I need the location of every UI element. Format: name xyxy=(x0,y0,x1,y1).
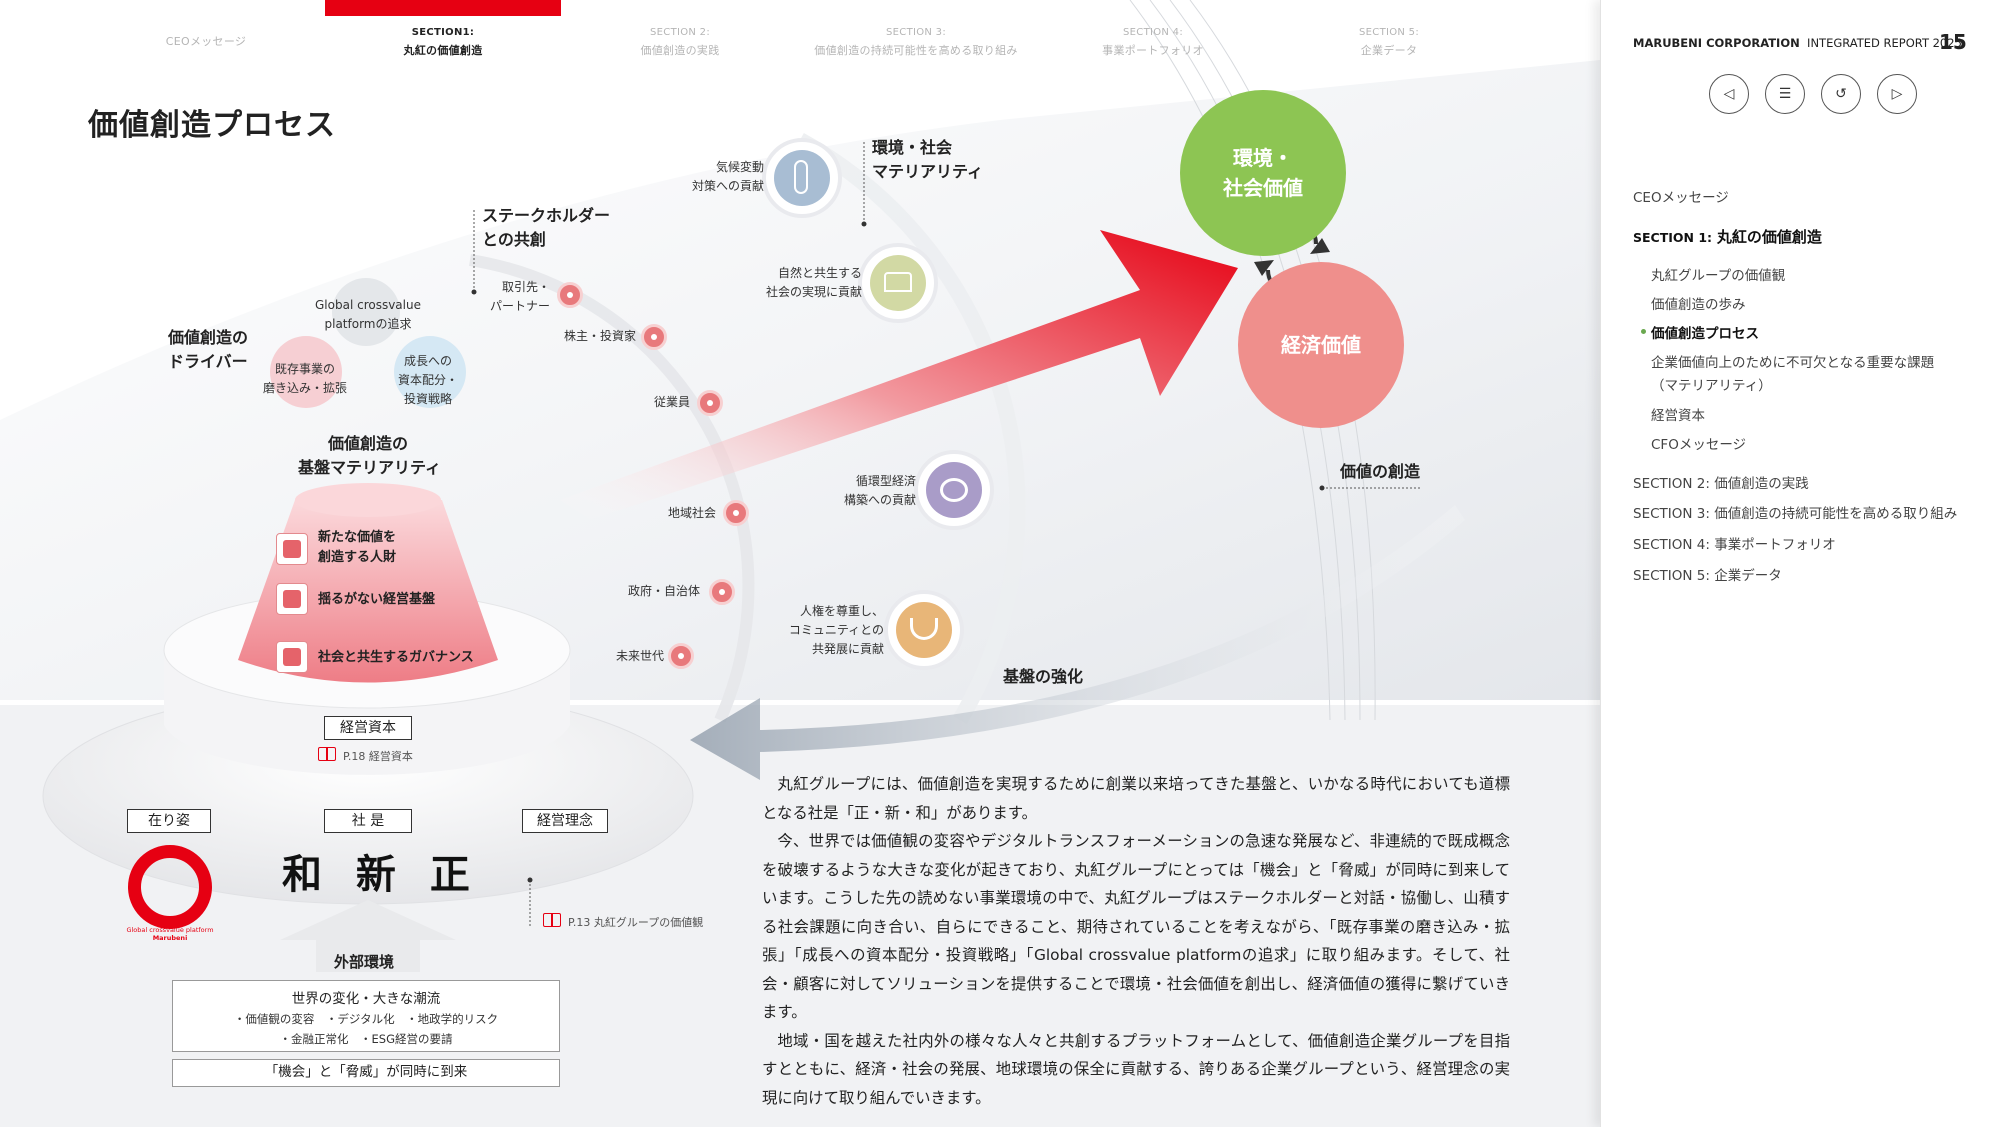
topnav-section-1[interactable]: SECTION1:丸紅の価値創造 xyxy=(403,27,483,57)
page-number: 15 xyxy=(1939,30,1967,54)
current-item-bullet xyxy=(1641,329,1646,334)
stakeholder-shareholders: 株主・投資家 xyxy=(563,329,636,343)
env-social-value-circle: 環境・社会価値 xyxy=(1180,90,1346,256)
prev-page-button[interactable]: ◁ xyxy=(1709,74,1749,114)
body-paragraph: 地域・国を越えた社内外の様々な人々と共創するプラットフォームとして、価値創造企業… xyxy=(762,1031,1510,1107)
ref-values-link[interactable]: P.13 丸紅グループの価値観 xyxy=(568,916,704,929)
external-trends-box: 世界の変化・大きな潮流 ・価値観の変容 ・デジタル化 ・地政学的リスク ・金融正… xyxy=(172,980,560,1052)
stakeholder-dot xyxy=(668,643,694,669)
materiality-circular: 循環型経済構築への貢献 xyxy=(843,474,916,507)
stakeholder-title: ステークホルダーとの共創 xyxy=(482,206,611,249)
driver-existing-business: 既存事業の磨き込み・拡張 xyxy=(262,362,347,395)
sidebar-item-values[interactable]: 丸紅グループの価値観 xyxy=(1651,268,1786,284)
thermometer-icon xyxy=(794,160,808,194)
book-icon xyxy=(318,747,336,761)
materiality-nature: 自然と共生する社会の実現に貢献 xyxy=(765,266,862,299)
management-capital-label: 経営資本 xyxy=(324,716,412,740)
base-materiality-foundation: 揺るがない経営基盤 xyxy=(318,592,436,607)
topnav-section-5[interactable]: SECTION 5:企業データ xyxy=(1359,27,1419,57)
sidebar-section-1[interactable]: SECTION 1: 丸紅の価値創造 xyxy=(1633,228,1822,246)
external-trends-line1: ・価値観の変容 ・デジタル化 ・地政学的リスク xyxy=(233,1012,499,1026)
stakeholder-community: 地域社会 xyxy=(667,506,716,520)
sidebar-section-4[interactable]: SECTION 4: 事業ポートフォリオ xyxy=(1633,537,1836,553)
book-icon xyxy=(543,913,561,927)
sidebar-item-cfo-message[interactable]: CFOメッセージ xyxy=(1651,437,1747,453)
stakeholder-government: 政府・自治体 xyxy=(627,584,700,598)
sidebar-item-materiality-2[interactable]: （マテリアリティ） xyxy=(1651,378,1772,394)
stakeholder-future-generations: 未来世代 xyxy=(615,649,664,663)
topnav-section-2[interactable]: SECTION 2:価値創造の実践 xyxy=(640,27,720,57)
driver-capital-allocation: 成長への資本配分・投資戦略 xyxy=(397,354,458,406)
stakeholder-employees: 従業員 xyxy=(653,395,690,409)
body-text: 丸紅グループには、価値創造を実現するために創業以来培ってきた基盤と、いかなる時代… xyxy=(762,770,1510,1112)
active-section-indicator xyxy=(325,0,561,16)
marubeni-logo xyxy=(128,845,212,929)
rinen-label: 経営理念 xyxy=(522,809,608,833)
topnav-ceo-message[interactable]: CEOメッセージ xyxy=(165,35,247,48)
table-of-contents-button[interactable]: ☰ xyxy=(1765,74,1805,114)
foundation-strengthening-label: 基盤の強化 xyxy=(1003,667,1084,686)
sidebar: MARUBENI CORPORATION INTEGRATED REPORT 2… xyxy=(1600,0,2000,1127)
hands-icon xyxy=(910,618,938,640)
base-materiality-title: 価値創造の基盤マテリアリティ xyxy=(298,434,442,477)
base-materiality-governance: 社会と共生するガバナンス xyxy=(318,650,474,665)
page-main: CEOメッセージ SECTION1:丸紅の価値創造 SECTION 2:価値創造… xyxy=(0,0,1600,1127)
sidebar-section-2[interactable]: SECTION 2: 価値創造の実践 xyxy=(1633,476,1809,492)
topnav-section-4[interactable]: SECTION 4:事業ポートフォリオ xyxy=(1102,27,1204,57)
sidebar-item-materiality[interactable]: 企業価値向上のために不可欠となる重要な課題 xyxy=(1651,355,1935,371)
governance-icon xyxy=(276,641,308,673)
drivers-title: 価値創造のドライバー xyxy=(168,328,249,371)
company-motto: 和 新 正 xyxy=(282,851,480,898)
base-materiality-talent: 新たな価値を創造する人財 xyxy=(318,530,397,565)
external-trends-title: 世界の変化・大きな潮流 xyxy=(291,991,441,1007)
sidebar-item-history[interactable]: 価値創造の歩み xyxy=(1651,297,1746,313)
sidebar-item-value-creation-process[interactable]: 価値創造プロセス xyxy=(1651,326,1759,342)
external-env-title: 外部環境 xyxy=(334,953,395,971)
talent-icon xyxy=(276,533,308,565)
sidebar-section-5[interactable]: SECTION 5: 企業データ xyxy=(1633,568,1782,584)
env-materiality-title: 環境・社会マテリアリティ xyxy=(872,138,984,181)
materiality-human-rights: 人権を尊重し、コミュニティとの共発展に貢献 xyxy=(788,604,884,656)
stakeholder-dot xyxy=(557,282,583,308)
report-header: MARUBENI CORPORATION INTEGRATED REPORT 2… xyxy=(1633,36,1962,50)
topnav-section-3[interactable]: SECTION 3:価値創造の持続可能性を高める取り組み xyxy=(814,27,1018,57)
sidebar-item-capital[interactable]: 経営資本 xyxy=(1651,408,1705,424)
stakeholder-dot xyxy=(641,324,667,350)
stakeholder-partners: 取引先・パートナー xyxy=(489,280,550,313)
stakeholder-dot xyxy=(709,579,735,605)
body-paragraph: 丸紅グループには、価値創造を実現するために創業以来培ってきた基盤と、いかなる時代… xyxy=(762,775,1510,822)
foundation-icon xyxy=(276,583,308,615)
external-trends-line2: ・金融正常化 ・ESG経営の要請 xyxy=(279,1032,453,1046)
nature-icon xyxy=(884,272,912,292)
arisugata-label: 在り姿 xyxy=(127,809,211,833)
next-page-button[interactable]: ▷ xyxy=(1877,74,1917,114)
stakeholder-dot xyxy=(697,390,723,416)
value-creation-label: 価値の創造 xyxy=(1340,462,1421,481)
sidebar-ceo-message[interactable]: CEOメッセージ xyxy=(1633,190,1729,206)
recycle-icon xyxy=(940,478,968,502)
page-title: 価値創造プロセス xyxy=(88,108,336,143)
sidebar-section-3[interactable]: SECTION 3: 価値創造の持続可能性を高める取り組み xyxy=(1633,506,1958,522)
opportunity-threat-box: 「機会」と「脅威」が同時に到来 xyxy=(172,1059,560,1087)
ref-management-capital-link[interactable]: P.18 経営資本 xyxy=(343,750,413,763)
back-button[interactable]: ↺ xyxy=(1821,74,1861,114)
body-paragraph: 今、世界では価値観の変容やデジタルトランスフォーメーションの急速な発展など、非連… xyxy=(762,832,1510,1021)
materiality-climate: 気候変動対策への貢献 xyxy=(691,160,764,193)
economic-value-circle: 経済価値 xyxy=(1238,262,1404,428)
stakeholder-dot xyxy=(723,500,749,526)
shaze-label: 社 是 xyxy=(324,809,412,833)
